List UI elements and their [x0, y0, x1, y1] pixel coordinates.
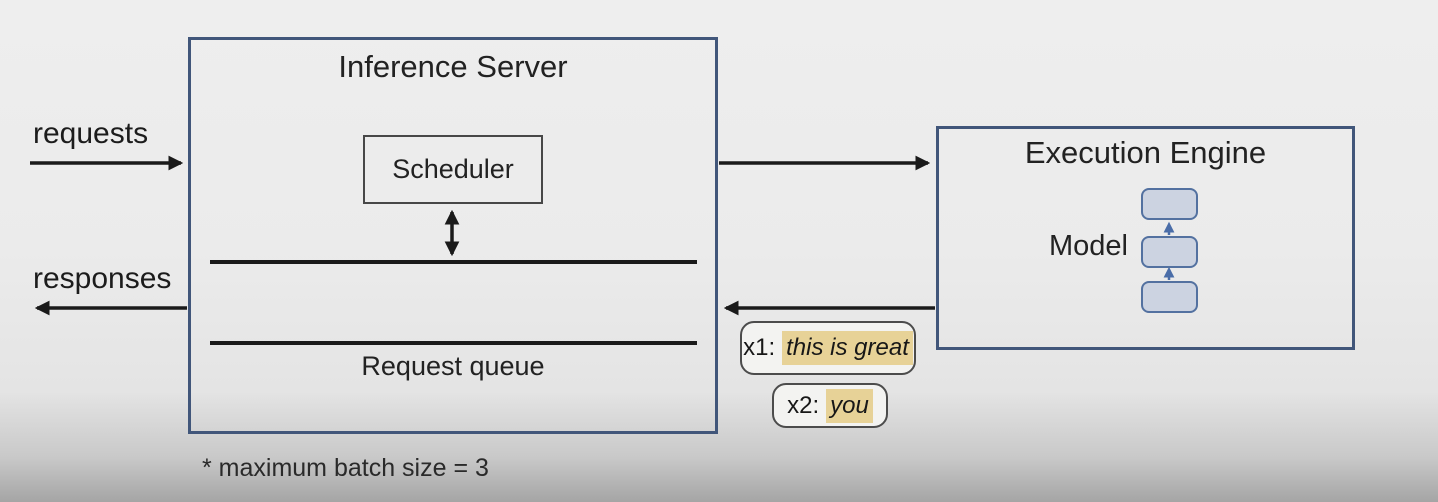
requests-label: requests [33, 117, 149, 150]
model-layer-box [1141, 281, 1198, 313]
model-layer-box [1141, 236, 1198, 268]
scheduler-label: Scheduler [392, 154, 514, 184]
footnote: * maximum batch size = 3 [202, 454, 489, 482]
batch-item-x1-text: this is great [782, 331, 913, 365]
batch-item-x1-prefix: x1: [743, 334, 776, 361]
scheduler-box: Scheduler [363, 135, 543, 204]
batch-item-x1: x1: this is great [740, 321, 916, 375]
execution-engine-box [936, 126, 1355, 350]
batch-item-x2-prefix: x2: [787, 391, 820, 419]
model-label: Model [1049, 230, 1128, 262]
inference-server-box [188, 37, 718, 434]
responses-label: responses [33, 262, 172, 295]
request-queue-label: Request queue [361, 351, 545, 381]
batch-item-x2: x2: you [772, 383, 888, 428]
batch-item-x2-text: you [826, 388, 873, 423]
execution-engine-title: Execution Engine [1024, 135, 1267, 170]
inference-server-title: Inference Server [338, 49, 568, 84]
model-layer-box [1141, 188, 1198, 220]
